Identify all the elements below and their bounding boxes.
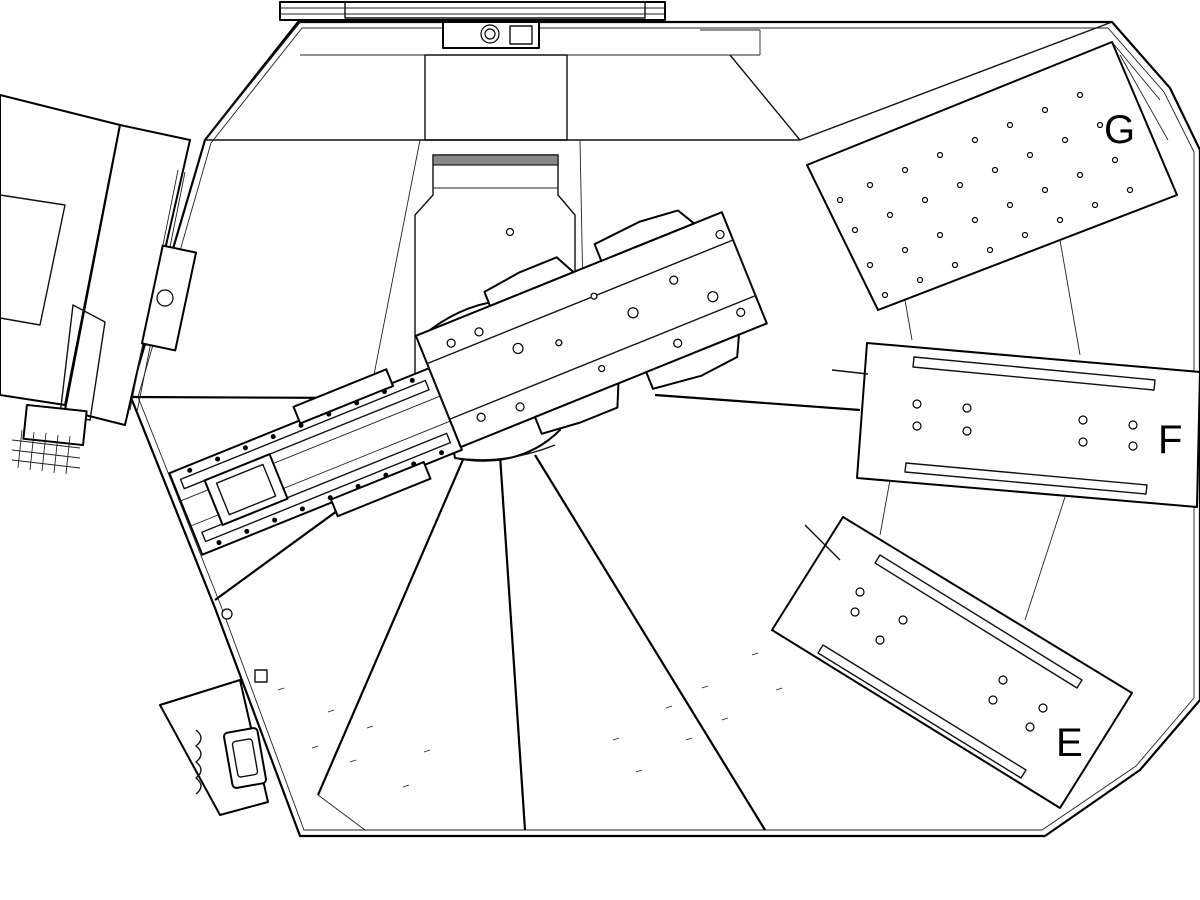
plate-g xyxy=(806,41,1178,356)
plate-e xyxy=(771,516,1133,809)
plate-f xyxy=(831,342,1200,621)
left-side-assembly xyxy=(0,94,198,475)
top-mounting-bar xyxy=(279,1,666,49)
label-g: G xyxy=(1104,108,1135,152)
bottom-left-bracket xyxy=(159,608,269,816)
linear-module-arm xyxy=(168,209,768,556)
label-f: F xyxy=(1158,418,1182,462)
label-e: E xyxy=(1056,721,1083,765)
